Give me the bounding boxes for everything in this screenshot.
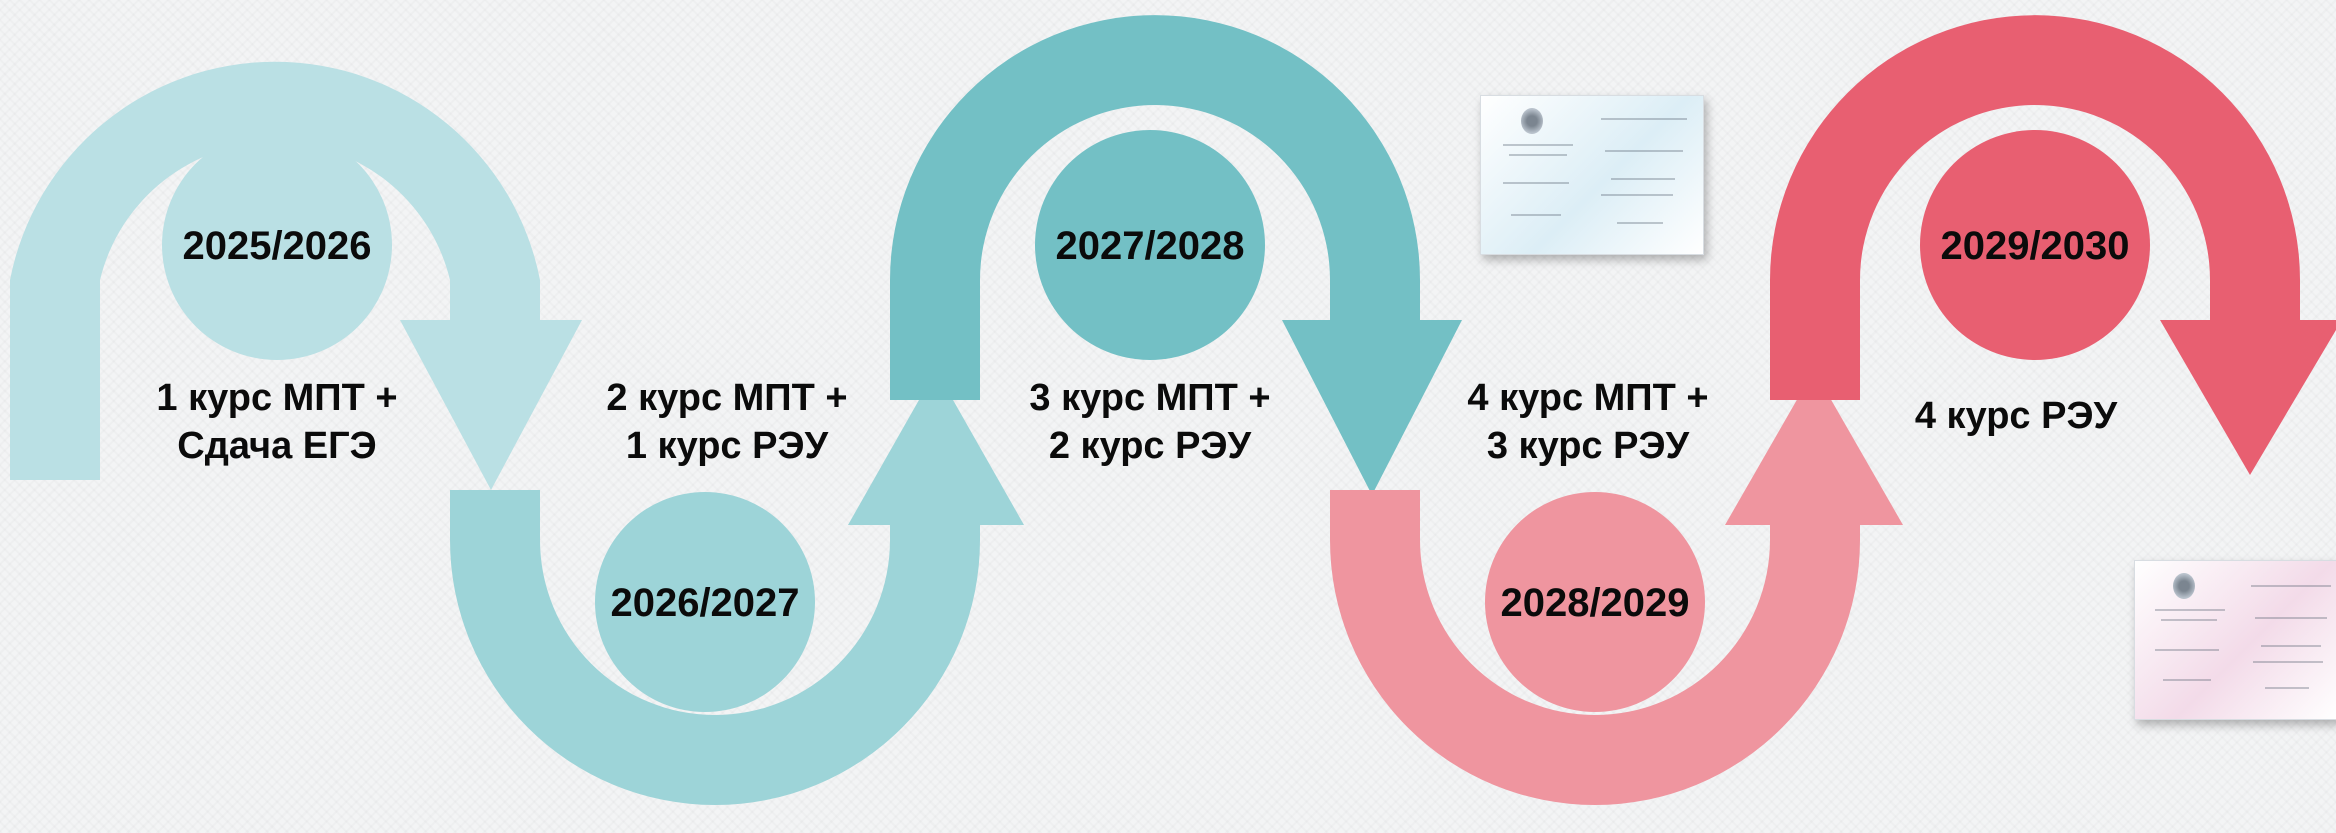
year-circle-2025 — [162, 130, 392, 360]
year-label-2026: 2026/2027 — [610, 581, 799, 625]
step-label-line: 3 курс МПТ + — [1029, 377, 1271, 419]
step-label-2026: 2 курс МПТ + 1 курс РЭУ — [567, 374, 887, 470]
step-label-line: 2 курс МПТ + — [606, 377, 848, 419]
arch-arrow-2029 — [1770, 15, 2336, 475]
arch-arrow-2027 — [890, 15, 1462, 496]
step-label-line: 4 курс МПТ + — [1467, 377, 1709, 419]
step-label-2029: 4 курс РЭУ — [1856, 392, 2176, 440]
year-circle-2026 — [595, 492, 815, 712]
year-label-2029: 2029/2030 — [1940, 224, 2129, 268]
step-label-line: 4 курс РЭУ — [1914, 395, 2118, 437]
step-label-line: 1 курс МПТ + — [156, 377, 398, 419]
arch-arrow-2025 — [10, 61, 582, 490]
year-label-2028: 2028/2029 — [1500, 581, 1689, 625]
step-label-2025: 1 курс МПТ + Сдача ЕГЭ — [117, 374, 437, 470]
u-arrow-2028 — [1330, 370, 1903, 805]
step-label-2027: 3 курс МПТ + 2 курс РЭУ — [990, 374, 1310, 470]
step-label-line: Сдача ЕГЭ — [177, 425, 377, 467]
step-label-line: 2 курс РЭУ — [1048, 425, 1252, 467]
year-circle-2027 — [1035, 130, 1265, 360]
year-circle-2028 — [1485, 492, 1705, 712]
u-arrow-2026 — [450, 370, 1024, 805]
year-label-2025: 2025/2026 — [182, 224, 371, 268]
step-label-2028: 4 курс МПТ + 3 курс РЭУ — [1428, 374, 1748, 470]
year-circle-2029 — [1920, 130, 2150, 360]
diploma-pink-image — [2134, 560, 2336, 720]
step-label-line: 3 курс РЭУ — [1486, 425, 1690, 467]
diploma-blue-image — [1480, 95, 1704, 255]
year-label-2027: 2027/2028 — [1055, 224, 1244, 268]
step-label-line: 1 курс РЭУ — [625, 425, 829, 467]
